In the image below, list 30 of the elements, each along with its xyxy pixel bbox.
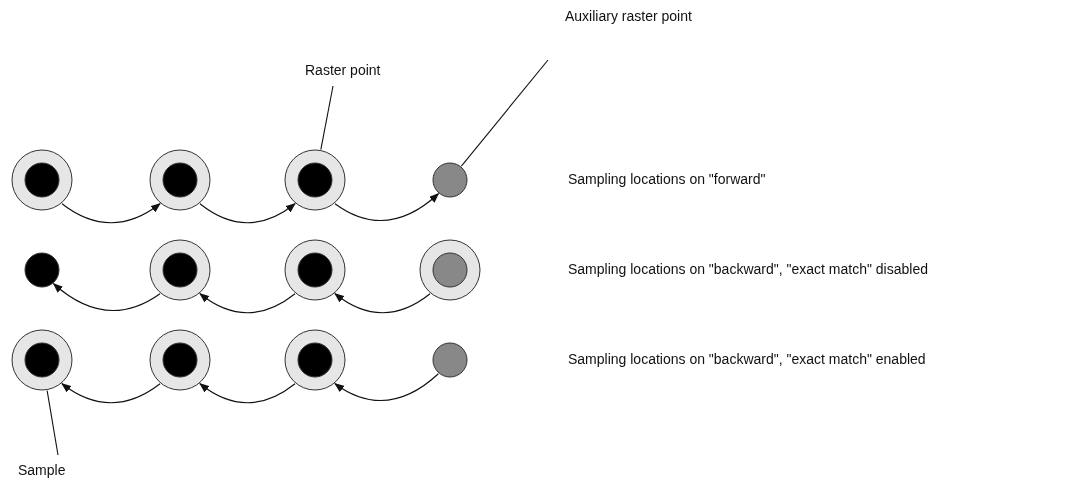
arrow bbox=[334, 193, 440, 221]
callout-label: Raster point bbox=[305, 62, 381, 78]
dot bbox=[432, 162, 468, 198]
ringed-dot bbox=[284, 239, 346, 301]
arrow bbox=[199, 383, 296, 404]
dot bbox=[432, 342, 468, 378]
arrow bbox=[334, 373, 439, 401]
ringed-dot bbox=[11, 149, 73, 211]
ringed-dot bbox=[11, 329, 73, 391]
leader-line bbox=[460, 59, 549, 167]
row-caption: Sampling locations on "backward", "exact match" enabled bbox=[568, 351, 926, 367]
ringed-dot bbox=[419, 239, 481, 301]
ringed-dot bbox=[284, 149, 346, 211]
row-caption: Sampling locations on "forward" bbox=[568, 171, 766, 187]
arrow bbox=[199, 203, 296, 224]
callout-label: Auxiliary raster point bbox=[565, 8, 692, 24]
dot bbox=[24, 252, 60, 288]
leader-line bbox=[46, 390, 59, 456]
ringed-dot bbox=[284, 329, 346, 391]
arrow bbox=[61, 203, 161, 224]
arrow bbox=[334, 293, 431, 314]
row-caption: Sampling locations on "backward", "exact match" disabled bbox=[568, 261, 928, 277]
ringed-dot bbox=[149, 239, 211, 301]
arrow bbox=[61, 383, 161, 404]
arrow bbox=[52, 283, 161, 311]
ringed-dot bbox=[149, 329, 211, 391]
leader-line bbox=[320, 85, 334, 151]
ringed-dot bbox=[149, 149, 211, 211]
arrow bbox=[199, 293, 296, 314]
callout-label: Sample bbox=[18, 462, 66, 478]
